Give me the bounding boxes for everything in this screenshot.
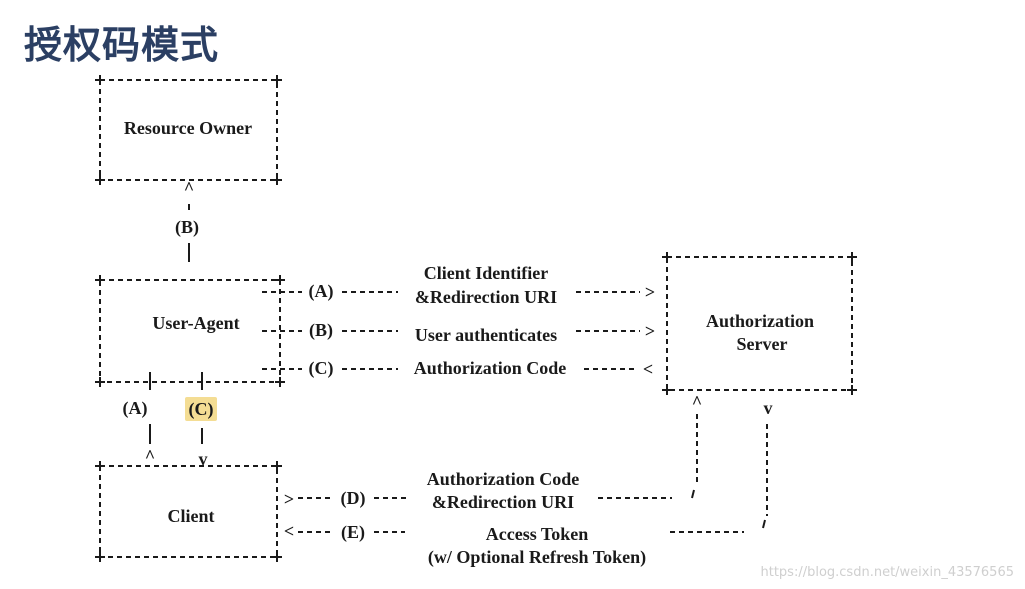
flow-b-vertical: ^ (B) <box>175 178 199 262</box>
flow-d-text-line1: Authorization Code <box>427 469 580 489</box>
flow-d-label: (D) <box>341 488 366 509</box>
svg-text:v: v <box>199 449 208 469</box>
user-agent-label: User-Agent <box>152 313 239 333</box>
svg-text:v: v <box>764 398 773 418</box>
flow-c: (C) Authorization Code < <box>262 358 653 379</box>
flow-a-text-line2: &Redirection URI <box>415 287 557 307</box>
resource-owner-label: Resource Owner <box>124 118 252 138</box>
svg-text:>: > <box>645 321 655 341</box>
flow-b-vertical-label: (B) <box>175 217 199 238</box>
authorization-server-box: Authorization Server <box>666 256 853 391</box>
corner-markers <box>95 75 857 562</box>
authorization-server-label-line2: Server <box>737 334 788 354</box>
flow-d: > (D) Authorization Code &Redirection UR… <box>284 392 702 512</box>
authorization-server-label-line1: Authorization <box>706 311 814 331</box>
resource-owner-box: Resource Owner <box>99 79 278 181</box>
client-box: Client <box>99 465 278 558</box>
svg-text:^: ^ <box>145 446 155 466</box>
flow-e: < (E) Access Token (w/ Optional Refresh … <box>284 398 773 568</box>
svg-text:<: < <box>643 359 653 379</box>
flow-e-label: (E) <box>341 522 365 543</box>
svg-text:^: ^ <box>184 178 194 198</box>
flow-d-text-line2: &Redirection URI <box>432 492 574 512</box>
flow-b: (B) User authenticates > <box>262 320 655 345</box>
client-label: Client <box>168 506 215 526</box>
flow-a-vertical-label: (A) <box>123 398 148 419</box>
flow-c-vertical-label: (C) <box>189 399 214 420</box>
svg-text:>: > <box>284 489 294 509</box>
page-title: 授权码模式 <box>24 23 220 67</box>
flow-c-vertical-highlight <box>185 397 217 421</box>
user-agent-box: User-Agent <box>99 279 281 383</box>
svg-text:<: < <box>284 521 294 541</box>
flow-c-text: Authorization Code <box>414 358 567 378</box>
svg-text:>: > <box>645 282 655 302</box>
watermark-text: https://blog.csdn.net/weixin_43576565 <box>760 565 1014 580</box>
flow-e-text-line1: Access Token <box>486 524 589 544</box>
flow-a-text-line1: Client Identifier <box>424 263 548 283</box>
svg-text:^: ^ <box>692 392 702 412</box>
flow-c-label: (C) <box>309 358 334 379</box>
flow-a-label: (A) <box>309 281 334 302</box>
flow-e-text-line2: (w/ Optional Refresh Token) <box>428 547 646 568</box>
flow-a: (A) Client Identifier &Redirection URI > <box>262 263 655 307</box>
flow-b-label: (B) <box>309 320 333 341</box>
flow-b-text: User authenticates <box>415 325 557 345</box>
flow-a-c-vertical: (A) ^ (C) v <box>123 372 217 469</box>
